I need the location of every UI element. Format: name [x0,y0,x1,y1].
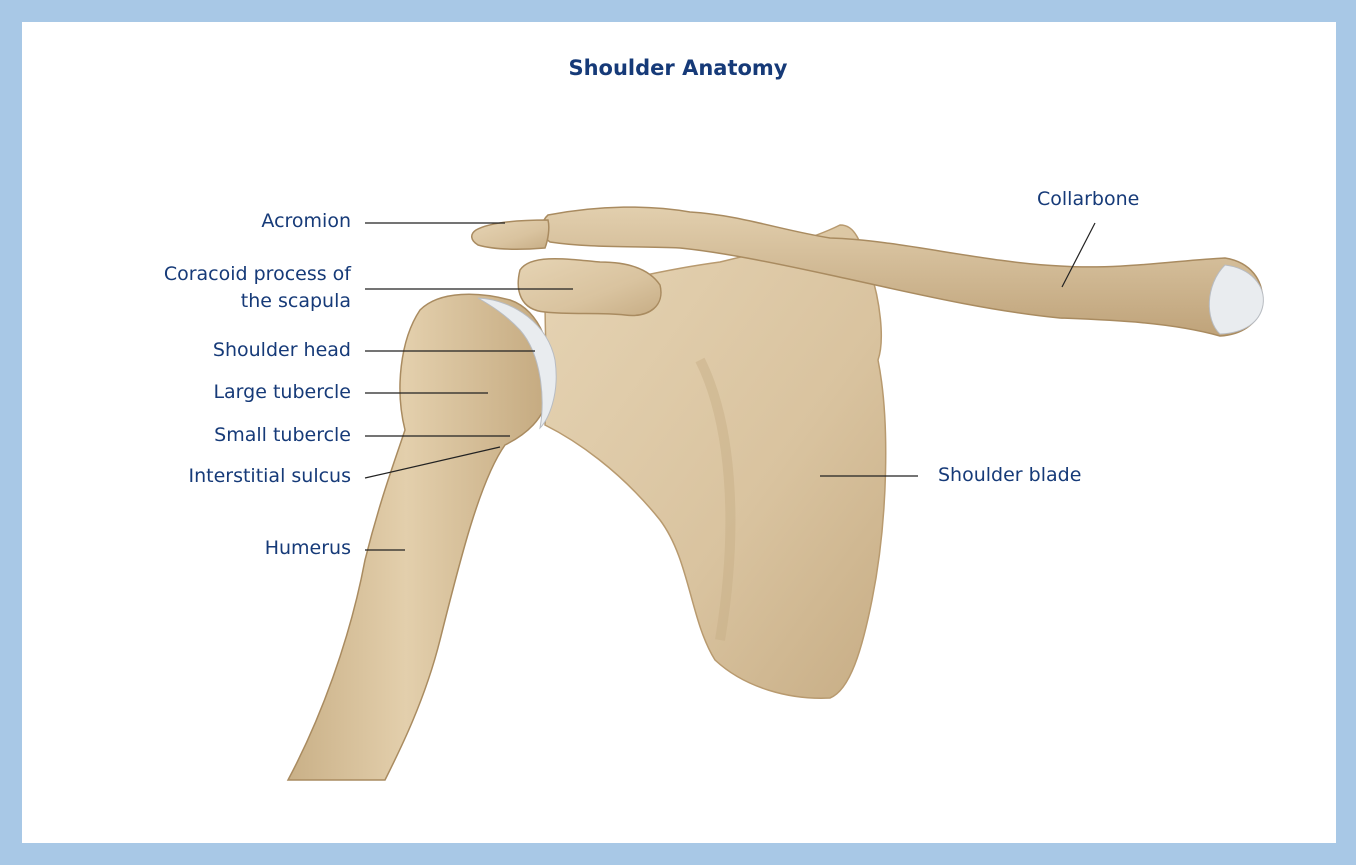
label-humerus: Humerus [265,536,351,561]
label-shoulder-blade: Shoulder blade [938,463,1081,488]
acromion-bone [472,220,549,249]
label-coracoid-line1: Coracoid process of [164,262,351,287]
label-small-tubercle: Small tubercle [214,423,351,448]
page-title: Shoulder Anatomy [0,56,1356,80]
label-interstitial-sulcus: Interstitial sulcus [188,464,351,489]
label-shoulder-head: Shoulder head [213,338,351,363]
label-coracoid-line2: the scapula [241,289,351,314]
label-large-tubercle: Large tubercle [213,380,351,405]
label-collarbone: Collarbone [1037,187,1139,212]
label-acromion: Acromion [261,209,351,234]
coracoid-process-bone [518,259,661,316]
